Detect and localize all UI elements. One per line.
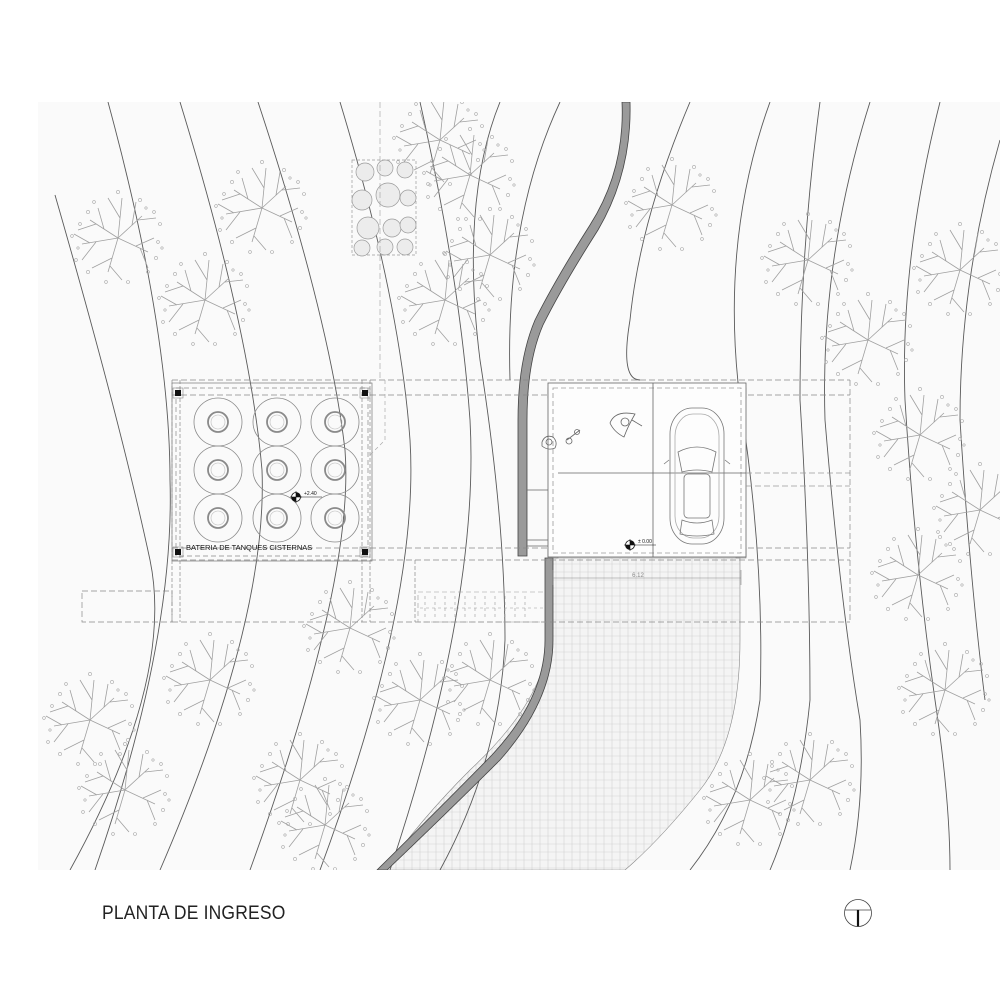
shrub-bed [351, 159, 417, 257]
dimension-label: 6.12 [632, 573, 644, 579]
curved-wall-lower [376, 557, 554, 870]
stairs [417, 591, 549, 623]
curved-wall [517, 102, 631, 557]
car-icon [663, 407, 731, 545]
north-arrow-icon [844, 899, 872, 927]
contour-lines [54, 102, 1000, 870]
drawing-title: PLANTA DE INGRESO [102, 903, 286, 924]
tanks-label: BATERIA DE TANQUES CISTERNAS [186, 543, 312, 552]
paver-driveway [384, 557, 741, 870]
level-upper-label: +2.40 [304, 491, 317, 497]
level-ground-label: ± 0.00 [638, 539, 652, 545]
dimension-line [552, 570, 742, 585]
motorcycle-icons [541, 412, 643, 450]
